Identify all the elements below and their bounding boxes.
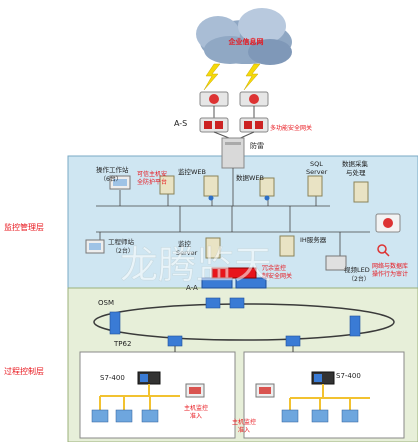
- trusted-host-label: 可信主机安: [137, 170, 167, 178]
- audit-label: 网络与数据库: [372, 262, 408, 270]
- field-devices: [91, 409, 359, 423]
- redundancy-label: 冗余监控: [262, 264, 286, 272]
- monitor-server-label-2: Server: [176, 249, 198, 257]
- ring-switch-icon: [205, 297, 221, 309]
- ring-switch-icon: [229, 297, 245, 309]
- io-module-icon: [91, 409, 109, 423]
- firewall-server-icon: [221, 137, 245, 169]
- ih-server-icon: [279, 235, 295, 257]
- web-monitor-label: 监控WEB: [178, 167, 206, 176]
- data-web-server-icon: [259, 177, 275, 201]
- monitor-server-label: 监控: [178, 239, 192, 248]
- eng-station-label: 工程师站: [108, 237, 135, 246]
- ring-switch-icon: [167, 335, 183, 347]
- host-access-right-label: 主机监控: [232, 418, 256, 426]
- router-icon: [199, 91, 229, 107]
- plc-left-icon: [137, 371, 161, 385]
- host-workstation-left-icon: [185, 383, 205, 398]
- as-label: A-S: [174, 119, 187, 128]
- redundant-gateway-icon: [211, 267, 257, 279]
- s7-right-label: S7-400: [336, 372, 361, 380]
- data-web-label: 数据WEB: [236, 173, 264, 182]
- ring-switch-icon: [285, 335, 301, 347]
- sql-label: SQL: [310, 160, 323, 168]
- sql-label-2: Server: [306, 168, 328, 176]
- layer-process-label: 过程控制层: [4, 366, 44, 376]
- io-module-icon: [141, 409, 159, 423]
- magnifier-icon: [377, 244, 390, 257]
- plc-right-icon: [311, 371, 335, 385]
- s7-left-label: S7-400: [100, 374, 125, 382]
- ih-server-label: IH服务器: [300, 235, 327, 244]
- op-count-label: （6台）: [100, 175, 122, 183]
- ring-switch-icon: [109, 311, 121, 335]
- trusted-host-label-2: 全防护平台: [137, 178, 167, 186]
- aa-label: A-A: [186, 284, 198, 292]
- watermark: 龙腾监天: [120, 243, 272, 287]
- field-buses: [99, 384, 370, 410]
- op-station-label: 操作工作站: [96, 165, 129, 174]
- lightning-icon: [203, 63, 221, 91]
- io-module-icon: [115, 409, 133, 423]
- router-icon: [239, 91, 269, 107]
- trusted-host-server-icon: [159, 175, 175, 195]
- lightning-icon: [243, 63, 261, 91]
- data-collect-server-icon: [353, 181, 369, 203]
- data-collect-label-2: 与处理: [346, 168, 366, 177]
- eng-count-label: （2台）: [112, 247, 134, 255]
- video-led-icon: [325, 255, 347, 271]
- op-station-icon: [109, 175, 131, 190]
- security-gateway-icon: [199, 117, 229, 133]
- security-gateway-icon: [239, 117, 269, 133]
- enterprise-cloud: [196, 8, 292, 65]
- host-access-left-label: 主机监控: [184, 404, 208, 412]
- host-access-left-label-2: 准入: [190, 412, 202, 420]
- sql-server-icon: [307, 175, 323, 197]
- data-collect-label: 数据采集: [342, 159, 369, 168]
- host-workstation-right-icon: [255, 383, 275, 398]
- web-monitor-server-icon: [203, 175, 219, 201]
- eng-station-icon: [85, 239, 105, 254]
- firewall-label: 防雷: [250, 141, 264, 150]
- io-module-icon: [341, 409, 359, 423]
- cloud-label: 企业信息网: [228, 37, 264, 46]
- video-label: 视频LED: [344, 265, 370, 274]
- io-module-icon: [311, 409, 329, 423]
- video-count-label: （2台）: [348, 275, 370, 283]
- io-module-icon: [281, 409, 299, 423]
- host-access-right-label-2: 准入: [238, 426, 250, 434]
- redundancy-label-2: 制安全网关: [262, 272, 292, 280]
- ring-switch-icon: [349, 315, 361, 337]
- monitor-server-icon: [205, 237, 221, 259]
- audit-label-2: 操作行为审计: [372, 270, 408, 278]
- layer-monitor-label: 监控管理层: [4, 222, 44, 232]
- audit-device-icon: [375, 213, 401, 233]
- osm-label: OSM: [98, 299, 114, 307]
- tp62-label: TP62: [113, 340, 131, 348]
- gateway-label: 多功能安全网关: [270, 124, 312, 132]
